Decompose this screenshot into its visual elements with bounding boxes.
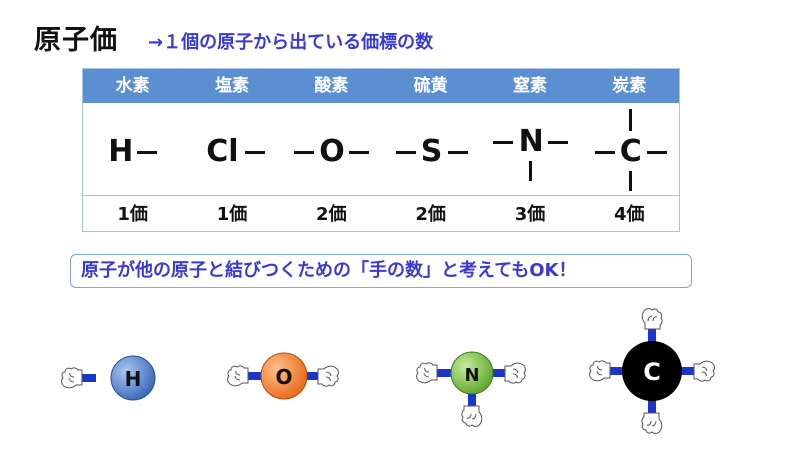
structure-row: H Cl O S N C bbox=[83, 103, 679, 260]
header-oxygen: 酸素 bbox=[314, 76, 349, 96]
bond-down bbox=[629, 171, 632, 191]
valence-nitrogen: 3価 bbox=[514, 204, 546, 225]
bond-left bbox=[294, 151, 315, 154]
structure-sulfur: S bbox=[382, 103, 482, 225]
structure-oxygen: O bbox=[282, 103, 382, 225]
header-hydrogen: 水素 bbox=[115, 76, 150, 96]
nitrogen-atom bbox=[416, 351, 526, 427]
bond-right bbox=[647, 151, 667, 154]
structure-hydrogen: H bbox=[83, 103, 183, 225]
symbol-oxygen: O bbox=[319, 134, 345, 169]
bond-left bbox=[493, 141, 514, 144]
page-subtitle: →１個の原子から出ている価標の数 bbox=[148, 32, 434, 53]
symbol-chlorine: Cl bbox=[206, 134, 239, 169]
valence-hydrogen: 1価 bbox=[117, 204, 148, 225]
bond-right bbox=[244, 151, 265, 154]
valence-row: 1価 1価 2価 2価 3価 4価 bbox=[83, 197, 679, 233]
bond-down bbox=[529, 161, 533, 181]
hands-note: 原子が他の原子と結びつくための「手の数」と考えてもOK！ bbox=[70, 254, 692, 288]
bond-up bbox=[629, 109, 632, 131]
table-header-row: 水素 塩素 酸素 硫黄 窒素 炭素 bbox=[83, 69, 679, 103]
structure-chlorine: Cl bbox=[183, 103, 283, 225]
bond-right bbox=[548, 141, 569, 144]
atom-label-nitrogen: N bbox=[464, 365, 479, 386]
atom-label-oxygen: O bbox=[275, 365, 292, 389]
structure-carbon: C bbox=[581, 103, 681, 225]
oxygen-atom bbox=[227, 352, 339, 400]
bond-left bbox=[395, 151, 416, 154]
carbon-atom bbox=[589, 308, 715, 434]
bond-right bbox=[447, 151, 468, 154]
valence-sulfur: 2価 bbox=[415, 204, 446, 225]
symbol-sulfur: S bbox=[420, 134, 443, 169]
valence-oxygen: 2価 bbox=[316, 204, 347, 225]
page-title: 原子価 bbox=[34, 25, 118, 56]
table-divider bbox=[83, 195, 679, 196]
atom-label-hydrogen: H bbox=[125, 367, 142, 391]
valence-carbon: 4価 bbox=[614, 204, 645, 225]
bond-right bbox=[349, 151, 370, 154]
bond-right bbox=[137, 151, 157, 154]
valence-chlorine: 1価 bbox=[216, 204, 248, 225]
header-nitrogen: 窒素 bbox=[512, 76, 547, 96]
valence-table: 水素 塩素 酸素 硫黄 窒素 炭素 H Cl O S N bbox=[82, 68, 680, 232]
symbol-hydrogen: H bbox=[108, 134, 134, 169]
structure-nitrogen: N bbox=[481, 103, 581, 225]
header-carbon: 炭素 bbox=[612, 76, 647, 96]
hydrogen-atom bbox=[61, 355, 156, 401]
atom-label-carbon: C bbox=[643, 358, 661, 386]
symbol-nitrogen: N bbox=[518, 124, 544, 159]
bond-left bbox=[595, 151, 615, 154]
symbol-carbon: C bbox=[619, 134, 642, 169]
header-sulfur: 硫黄 bbox=[413, 76, 448, 96]
header-chlorine: 塩素 bbox=[214, 76, 249, 96]
